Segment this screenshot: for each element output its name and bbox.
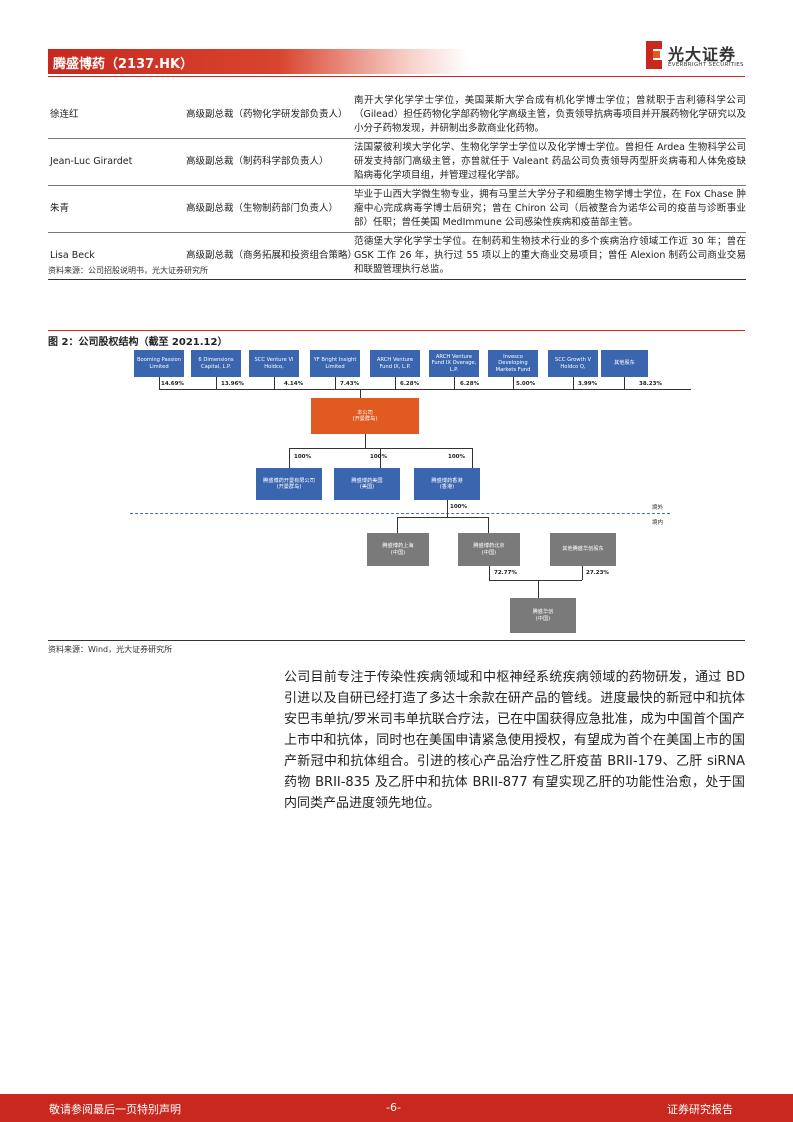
table-source: 资料来源：公司招股说明书，光大证券研究所 [48,266,208,275]
connector [489,566,490,580]
logo-text-en: EVERBRIGHT SECURITIES [668,62,744,68]
connector [489,580,582,581]
connector [159,377,160,389]
connector [488,517,489,533]
shareholder-box: YF Bright Insight Limited [310,350,360,377]
border-line [130,513,670,514]
shareholder-box: 6 Dimensions Capital, L.P. [191,350,241,377]
connector [397,517,488,518]
subsidiary-box: 腾盛博药上海 (中国) [367,533,429,566]
connector [538,580,539,598]
company-box: 本公司 (开曼群岛) [311,398,419,434]
connector [472,448,473,468]
connector [624,377,625,389]
shareholder-box: 其他腾盛华创股东 [550,533,616,566]
connector [454,377,455,389]
shareholder-box: Invesco Developing Markets Fund [488,350,538,377]
pct-100: 100% [448,454,465,460]
exec-desc: 范德堡大学化学学士学位。在制药和生物技术行业的多个疾病治疗领域工作近 30 年；… [354,232,746,280]
everbright-logo-icon [646,41,662,69]
connector [216,377,217,389]
table-row: 朱青 高级副总裁（生物制药部门负责人） 毕业于山西大学微生物专业，拥有马里兰大学… [48,185,746,233]
footer-report-type: 证券研究报告 [667,1103,733,1116]
footer-bar [0,1094,793,1122]
connector [159,389,691,390]
figure-divider-bottom [48,640,745,641]
exec-desc: 毕业于山西大学微生物专业，拥有马里兰大学分子和细胞生物学博士学位，在 Fox C… [354,185,746,233]
table-row: Jean-Luc Girardet 高级副总裁（制药科学部负责人） 法国蒙彼利埃… [48,138,746,186]
figure-source: 资料来源：Wind，光大证券研究所 [48,645,173,654]
pct-100: 100% [370,454,387,460]
logo-text-cn: 光大证券 [668,45,737,64]
figure-title: 图 2：公司股权结构（截至 2021.12） [48,337,228,348]
connector [397,517,398,533]
connector [395,377,396,389]
connector [289,448,290,468]
exec-name: 朱青 [48,185,186,233]
subsidiary-box: 腾盛博药香港 (香港) [414,468,480,500]
everbright-logo: 光大证券 EVERBRIGHT SECURITIES [644,40,749,74]
connector [360,389,361,398]
pct-other: 27.23% [586,570,609,576]
footer-disclaimer: 敬请参阅最后一页特别声明 [49,1103,181,1116]
connector [274,377,275,389]
subsidiary-box: 腾盛博药美国 (美国) [334,468,400,500]
subsidiary-box: 腾盛博药北京 (中国) [458,533,520,566]
exec-title: 高级副总裁（药物化学研发部负责人） [186,92,354,139]
exec-title: 高级副总裁（商务拓展和投资组合策略） [186,232,357,280]
header-bar [48,49,468,74]
onshore-label: 境内 [652,520,664,526]
shareholder-box: SCC Growth V Holdco Q, [548,350,598,377]
share-pct: 6.28% [460,381,480,387]
offshore-label: 境外 [652,505,664,511]
ownership-chart: Booming Passion Limited 6 Dimensions Cap… [48,345,745,637]
share-pct: 7.43% [340,381,360,387]
share-pct: 38.23% [639,381,662,387]
figure-divider-top [48,330,745,331]
bottom-entity-box: 腾盛华创 (中国) [510,598,576,633]
table-row: 徐连红 高级副总裁（药物化学研发部负责人） 南开大学化学学士学位，美国莱斯大学合… [48,92,746,139]
share-pct: 14.69% [161,381,184,387]
exec-title: 高级副总裁（制药科学部负责人） [186,138,354,186]
exec-name: Jean-Luc Girardet [48,138,186,186]
share-pct: 5.00% [516,381,536,387]
connector [582,566,583,580]
connector [365,434,366,448]
shareholder-box: ARCH Venture Fund IX, L.P. [370,350,420,377]
exec-desc: 南开大学化学学士学位，美国莱斯大学合成有机化学博士学位；曾就职于吉利德科学公司（… [354,92,746,139]
share-pct: 13.96% [221,381,244,387]
connector [513,377,514,389]
table-row: Lisa Beck 高级副总裁（商务拓展和投资组合策略） 范德堡大学化学学士学位… [48,232,746,280]
exec-name: 徐连红 [48,92,186,139]
header-divider [48,76,745,77]
management-table: 徐连红 高级副总裁（药物化学研发部负责人） 南开大学化学学士学位，美国莱斯大学合… [48,92,746,280]
pct-100: 100% [294,454,311,460]
connector [380,448,381,468]
connector [447,500,448,517]
shareholder-box: Booming Passion Limited [134,350,184,377]
connector [573,377,574,389]
share-pct: 6.28% [400,381,420,387]
body-paragraph: 公司目前专注于传染性疾病领域和中枢神经系统疾病领域的药物研发，通过 BD 引进以… [284,670,745,811]
pct-100: 100% [450,504,467,510]
exec-title: 高级副总裁（生物制药部门负责人） [186,185,354,233]
exec-name: Lisa Beck [48,232,186,280]
share-pct: 3.99% [578,381,598,387]
shareholder-box: SCC Venture VI Holdco, [249,350,299,377]
shareholder-box: 其他股东 [601,350,648,377]
connector [335,377,336,389]
report-title: 腾盛博药（2137.HK） [53,57,194,72]
page-number: -6- [386,1101,401,1114]
shareholder-box: ARCH Venture Fund IX Overage, L.P. [429,350,479,377]
pct-beijing: 72.77% [494,570,517,576]
subsidiary-box: 腾盛博药开曼有限公司 (开曼群岛) [256,468,322,500]
exec-desc: 法国蒙彼利埃大学化学、生物化学学士学位以及化学博士学位。曾担任 Ardea 生物… [354,138,746,186]
share-pct: 4.14% [284,381,304,387]
